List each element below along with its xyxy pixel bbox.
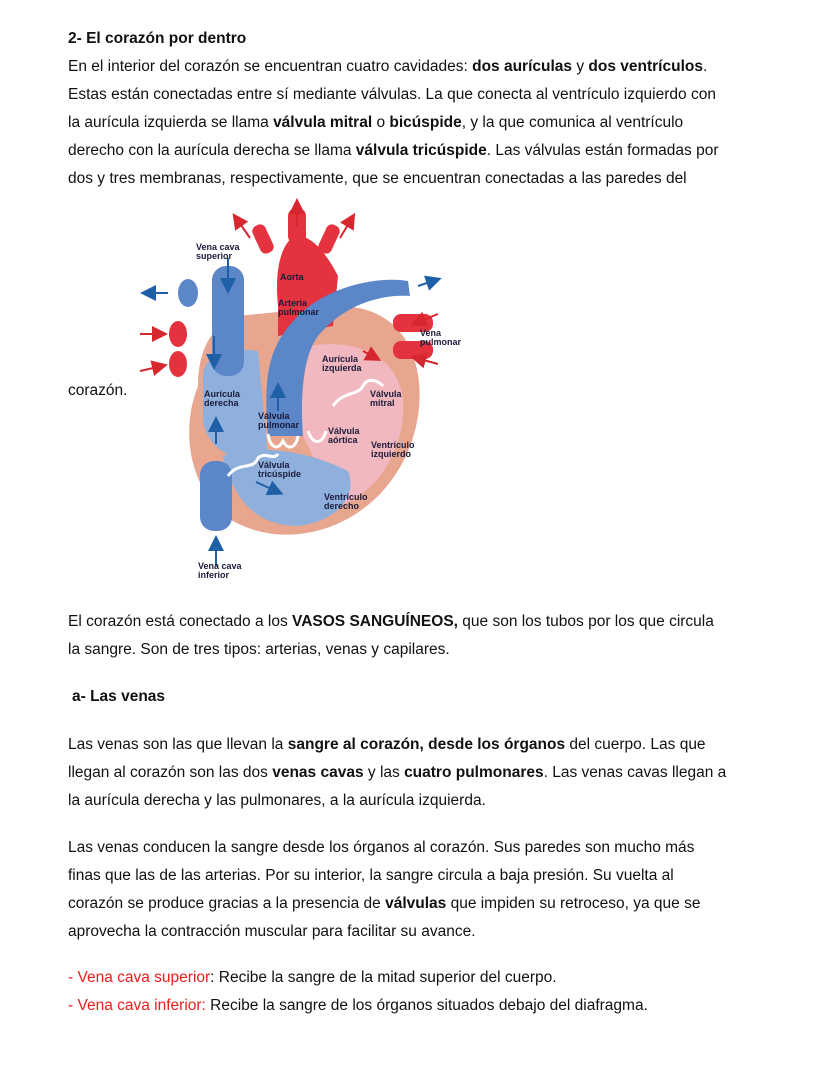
- section-title-venas: a- Las venas: [72, 688, 166, 705]
- label-aorta: Aorta: [280, 272, 304, 282]
- paragraph-line: Las venas son las que llevan la sangre a…: [68, 736, 706, 753]
- paragraph-line: finas que las de las arterias. Por su in…: [68, 867, 674, 884]
- list-item: - Vena cava superior: Recibe la sangre d…: [68, 969, 557, 986]
- paragraph-line: En el interior del corazón se encuentran…: [68, 58, 708, 75]
- list-term: - Vena cava inferior:: [68, 997, 206, 1014]
- paragraph-line: corazón se produce gracias a la presenci…: [68, 895, 701, 912]
- section-title-corazon: 2- El corazón por dentro: [68, 30, 247, 47]
- right-ventricle: [223, 449, 351, 526]
- paragraph-line: la aurícula izquierda se llama válvula m…: [68, 114, 684, 131]
- paragraph-line: Las venas conducen la sangre desde los ó…: [68, 839, 695, 856]
- paragraph-line: llegan al corazón son las dos venas cava…: [68, 764, 727, 781]
- paragraph-line: la sangre. Son de tres tipos: arterias, …: [68, 641, 450, 658]
- list-term: - Vena cava superior: [68, 969, 211, 986]
- paragraph-line: El corazón está conectado a los VASOS SA…: [68, 613, 714, 630]
- paragraph-line: la aurícula derecha y las pulmonares, a …: [68, 792, 486, 809]
- paragraph-line: aprovecha la contracción muscular para f…: [68, 923, 476, 940]
- paragraph-line: corazón.: [68, 382, 128, 399]
- paragraph-line: derecho con la aurícula derecha se llama…: [68, 142, 719, 159]
- paragraph-line: dos y tres membranas, respectivamente, q…: [68, 170, 687, 187]
- pulmonary-artery: [266, 279, 410, 436]
- paragraph-line: Estas están conectadas entre sí mediante…: [68, 86, 716, 103]
- list-item: - Vena cava inferior: Recibe la sangre d…: [68, 997, 648, 1014]
